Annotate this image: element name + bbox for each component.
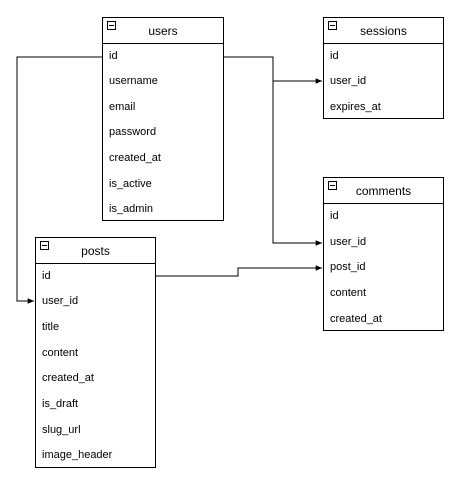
connector-posts-to-comments	[155, 265, 322, 277]
field-is-active: is_active	[109, 178, 152, 190]
entity-title: users	[148, 24, 178, 38]
entity-posts[interactable]: posts id user_id title content created_a…	[35, 237, 156, 468]
field-user-id: user_id	[330, 236, 367, 248]
field-image-header: image_header	[42, 449, 113, 461]
entity-title: sessions	[360, 24, 407, 38]
field-password: password	[109, 126, 157, 138]
field-user-id: user_id	[330, 75, 367, 87]
field-expires-at: expires_at	[330, 101, 381, 113]
collapse-icon[interactable]	[328, 21, 337, 30]
entity-header: users	[103, 18, 223, 44]
entity-users[interactable]: users id username email password created…	[102, 17, 224, 221]
field-user-id: user_id	[42, 295, 79, 307]
entity-comments[interactable]: comments id user_id post_id content crea…	[323, 177, 444, 331]
entity-sessions[interactable]: sessions id user_id expires_at	[323, 17, 444, 119]
collapse-icon[interactable]	[328, 181, 337, 190]
field-content: content	[42, 347, 79, 359]
connector-users-to-comments	[223, 56, 322, 246]
connector-users-to-posts	[16, 56, 102, 304]
field-title: title	[42, 321, 60, 333]
field-id: id	[109, 50, 118, 62]
field-created-at: created_at	[330, 313, 382, 325]
collapse-icon[interactable]	[107, 21, 116, 30]
entity-header: sessions	[324, 18, 443, 44]
field-is-draft: is_draft	[42, 398, 79, 410]
field-email: email	[109, 101, 136, 113]
field-username: username	[109, 75, 158, 87]
entity-title: posts	[81, 244, 110, 258]
field-slug-url: slug_url	[42, 424, 81, 436]
entity-header: comments	[324, 178, 443, 204]
entity-header: posts	[36, 238, 155, 264]
field-id: id	[330, 210, 339, 222]
entity-title: comments	[355, 184, 412, 198]
field-id: id	[42, 270, 51, 282]
collapse-icon[interactable]	[40, 241, 49, 250]
field-is-admin: is_admin	[109, 203, 154, 215]
field-created-at: created_at	[109, 152, 161, 164]
field-content: content	[330, 287, 367, 299]
field-post-id: post_id	[330, 261, 366, 273]
field-id: id	[330, 50, 339, 62]
field-created-at: created_at	[42, 372, 94, 384]
